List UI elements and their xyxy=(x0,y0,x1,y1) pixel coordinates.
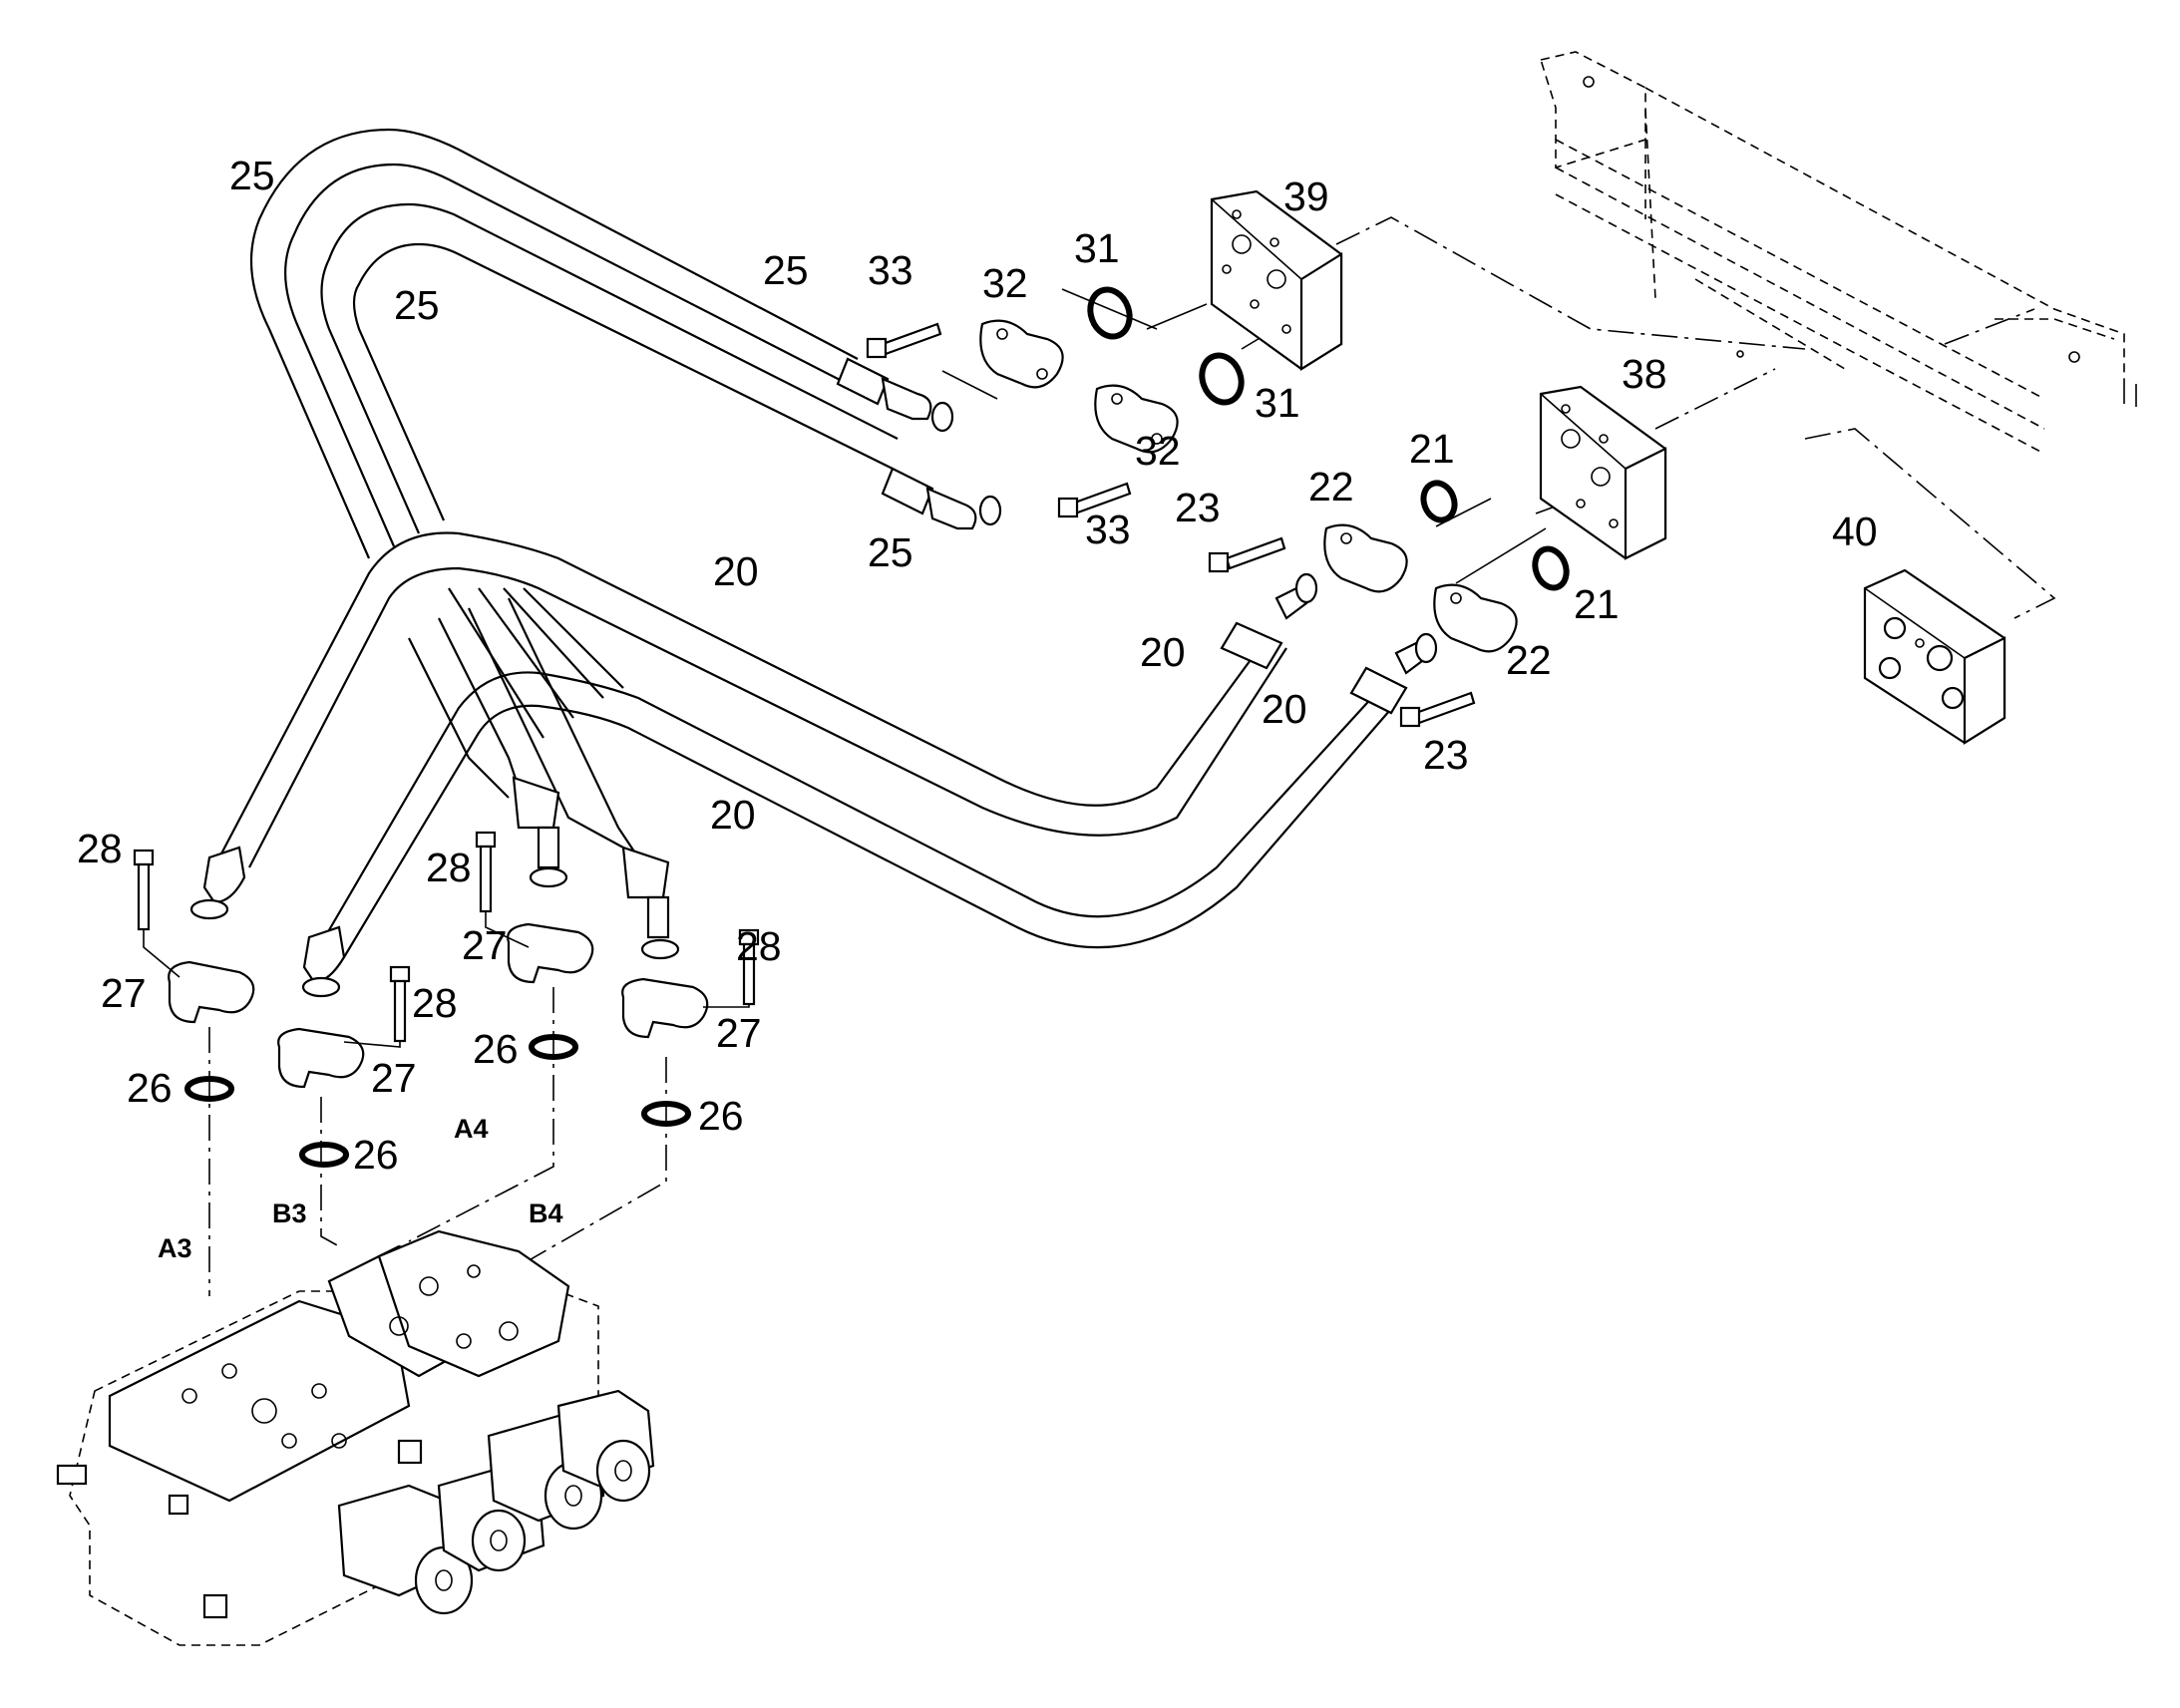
callout-20-right-b: 20 xyxy=(1262,686,1307,732)
callout-39: 39 xyxy=(1283,173,1329,219)
callout-21-lower: 21 xyxy=(1574,581,1620,627)
callout-32-top: 32 xyxy=(982,260,1028,306)
callout-28-d: 28 xyxy=(412,980,458,1026)
callout-28-c: 28 xyxy=(736,923,782,969)
callout-32-lower: 32 xyxy=(1135,428,1181,474)
callout-25-inner: 25 xyxy=(394,282,440,328)
callout-labels: 25 25 25 25 33 32 31 39 31 32 33 23 22 2… xyxy=(77,153,1878,1178)
flange-clamp-32 xyxy=(979,319,1179,454)
callout-27-a: 27 xyxy=(101,970,147,1016)
callout-27-d: 27 xyxy=(371,1055,417,1101)
callout-23-top: 23 xyxy=(1175,485,1221,530)
control-valve-block xyxy=(56,1229,655,1646)
callout-31-lower: 31 xyxy=(1255,380,1300,426)
hose-fittings-right xyxy=(1220,572,1438,715)
port-label-b4: B4 xyxy=(529,1198,563,1228)
hose-group-20 xyxy=(218,531,1397,958)
callout-27-c: 27 xyxy=(716,1010,762,1056)
port-plate-40 xyxy=(1863,568,2006,745)
port-label-b3: B3 xyxy=(272,1198,307,1228)
lower-fittings xyxy=(189,776,680,998)
flange-clamp-27 xyxy=(168,922,709,1089)
o-rings-26 xyxy=(184,1034,691,1168)
callout-25-top-right: 25 xyxy=(763,247,809,293)
callout-33-lower: 33 xyxy=(1085,507,1131,552)
callout-23-lower: 23 xyxy=(1423,732,1469,778)
callout-40: 40 xyxy=(1832,509,1878,554)
callout-20-right-a: 20 xyxy=(1140,629,1186,675)
callout-20-top: 20 xyxy=(713,548,759,594)
callout-22-lower: 22 xyxy=(1506,637,1552,683)
port-label-a4: A4 xyxy=(454,1114,489,1144)
hose-group-25 xyxy=(249,128,899,858)
bolts-28 xyxy=(133,831,760,1048)
callout-26-a: 26 xyxy=(127,1065,173,1111)
bolts-33-23 xyxy=(866,322,1476,728)
port-plate-39 xyxy=(1210,189,1343,371)
callout-33-top: 33 xyxy=(868,247,913,293)
callout-25-top-left: 25 xyxy=(229,153,275,198)
port-plate-38 xyxy=(1539,385,1667,560)
callout-31-top: 31 xyxy=(1074,225,1120,271)
callout-21-top: 21 xyxy=(1409,426,1455,472)
o-rings-31-21 xyxy=(1087,286,1570,591)
callout-20-lower: 20 xyxy=(710,792,756,838)
callout-26-d: 26 xyxy=(353,1132,399,1178)
callout-28-b: 28 xyxy=(426,845,472,890)
callout-25-lower: 25 xyxy=(868,529,913,575)
port-label-a3: A3 xyxy=(158,1233,192,1263)
callout-26-c: 26 xyxy=(698,1093,744,1139)
callout-28-a: 28 xyxy=(77,826,123,871)
callout-38: 38 xyxy=(1622,351,1667,397)
port-labels: A3 B3 A4 B4 xyxy=(158,1114,563,1263)
frame-bracket xyxy=(1539,51,2137,455)
callout-27-b: 27 xyxy=(462,922,508,968)
port-center-lines xyxy=(208,987,667,1296)
hose-fittings-top xyxy=(836,357,1002,530)
callout-26-b: 26 xyxy=(473,1026,519,1072)
callout-22-top: 22 xyxy=(1308,464,1354,510)
flange-clamp-22 xyxy=(1323,523,1518,653)
